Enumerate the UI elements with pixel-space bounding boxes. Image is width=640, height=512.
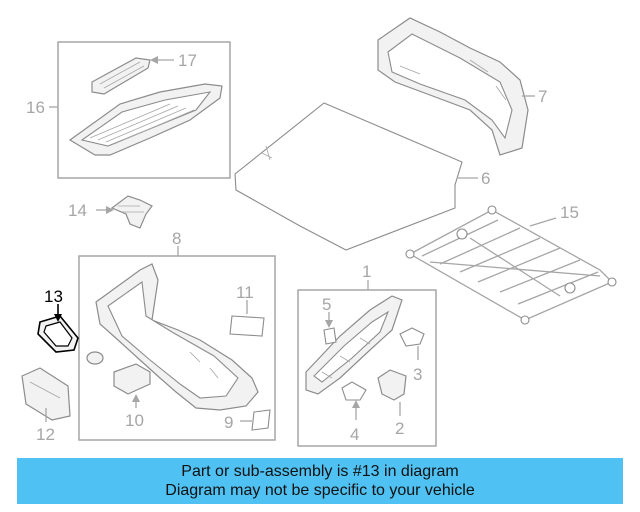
- callout-15: 15: [560, 203, 579, 222]
- part-14-hook: [96, 195, 153, 229]
- callout-9: 9: [224, 413, 233, 432]
- banner-line-2: Diagram may not be specific to your vehi…: [165, 482, 475, 499]
- part-10-tray: [113, 363, 151, 395]
- callout-3: 3: [413, 365, 422, 384]
- group-1-box: [297, 289, 437, 447]
- part-15-cargo-net: [405, 205, 617, 325]
- callout-10: 10: [125, 411, 144, 430]
- callout-17: 17: [178, 51, 197, 70]
- callout-12: 12: [36, 425, 55, 444]
- callout-14: 14: [68, 201, 87, 220]
- part-9-label: [251, 409, 271, 431]
- callout-2: 2: [395, 419, 404, 438]
- callout-6: 6: [481, 169, 490, 188]
- part-13-highlighted: [37, 304, 79, 353]
- group-16: [49, 41, 231, 179]
- callout-1: 1: [362, 262, 371, 281]
- part-5-clip: [323, 327, 337, 345]
- part-12-panel: [21, 367, 71, 422]
- group-8: [78, 246, 276, 441]
- part-6-floor-mat: [234, 102, 478, 251]
- callout-11: 11: [236, 283, 254, 302]
- banner-line-1: Part or sub-assembly is #13 in diagram: [181, 463, 459, 480]
- group-1: [297, 280, 437, 447]
- group-16-box: [57, 41, 231, 179]
- part-2-bracket: [377, 369, 407, 401]
- callout-16: 16: [26, 98, 45, 117]
- callout-7: 7: [538, 87, 547, 106]
- callout-4: 4: [350, 425, 359, 444]
- part-7-side-trim: [377, 17, 535, 156]
- group-8-box: [78, 255, 276, 441]
- parts-diagram: 17 16 7 6 14 15: [21, 17, 617, 447]
- part-11-pad: [229, 315, 265, 337]
- info-banner: Part or sub-assembly is #13 in diagram D…: [17, 458, 623, 504]
- part-4-clip: [341, 381, 367, 401]
- part-17-bracket: [91, 57, 151, 95]
- part-3-clip: [399, 327, 425, 347]
- callout-8: 8: [172, 229, 181, 248]
- callout-5: 5: [322, 295, 331, 314]
- callout-13: 13: [44, 287, 63, 306]
